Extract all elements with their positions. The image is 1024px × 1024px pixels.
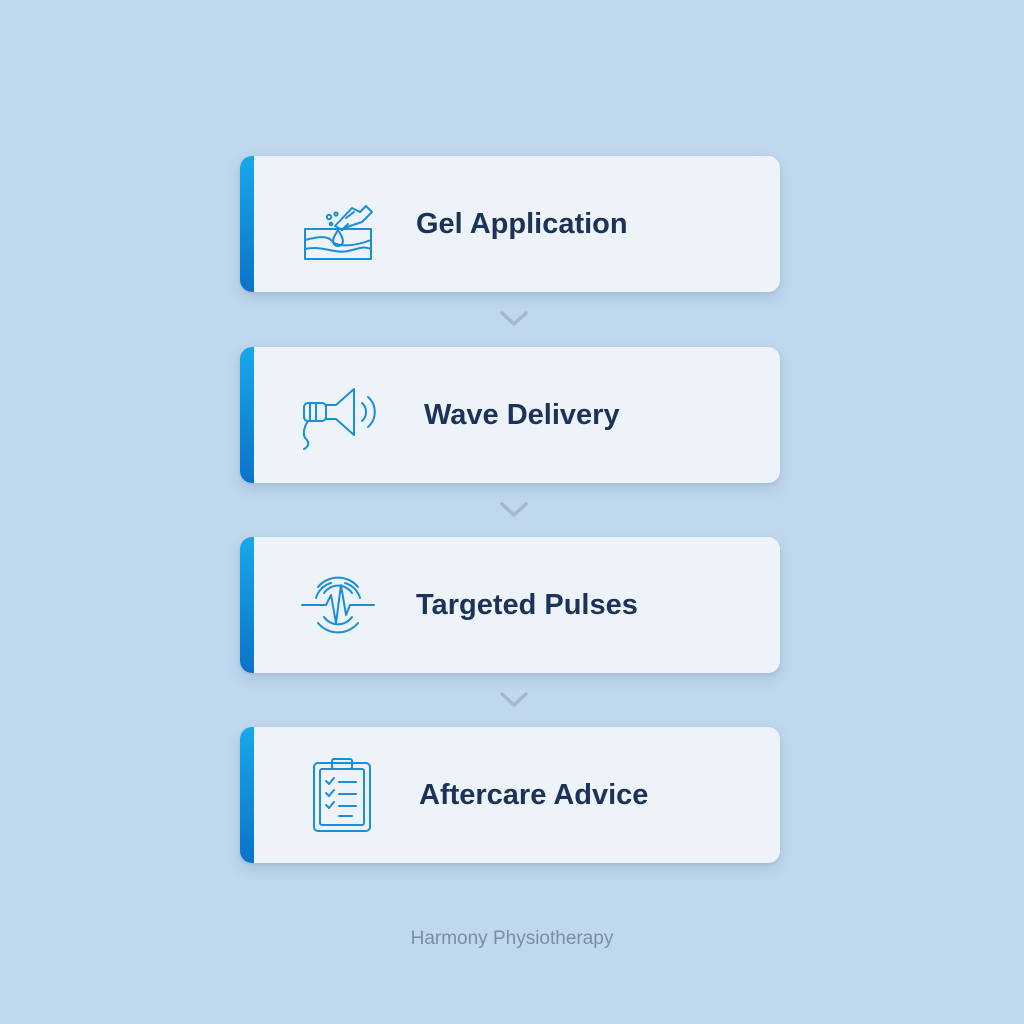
chevron-down-icon	[497, 499, 531, 521]
chevron-down-icon	[497, 308, 531, 330]
step-label: Gel Application	[416, 207, 628, 240]
clipboard-checklist-icon	[298, 755, 378, 835]
step-card-wave-delivery: Wave Delivery	[240, 347, 780, 483]
card-face: Wave Delivery	[254, 347, 780, 483]
card-accent-bar	[240, 727, 254, 863]
card-accent-bar	[240, 537, 254, 673]
card-face: Aftercare Advice	[254, 727, 780, 863]
step-card-gel-application: Gel Application	[240, 156, 780, 292]
card-accent-bar	[240, 156, 254, 292]
footer-brand-text: Harmony Physiotherapy	[410, 928, 614, 949]
step-card-targeted-pulses: Targeted Pulses	[240, 537, 780, 673]
step-label: Wave Delivery	[424, 398, 620, 431]
targeted-pulses-icon	[298, 565, 378, 645]
chevron-down-icon	[497, 689, 531, 711]
step-label: Targeted Pulses	[416, 588, 638, 621]
card-face: Targeted Pulses	[254, 537, 780, 673]
card-accent-bar	[240, 347, 254, 483]
step-card-aftercare-advice: Aftercare Advice	[240, 727, 780, 863]
gel-application-icon	[298, 184, 378, 264]
card-face: Gel Application	[254, 156, 780, 292]
step-label: Aftercare Advice	[419, 778, 649, 811]
wave-delivery-icon	[298, 375, 378, 455]
